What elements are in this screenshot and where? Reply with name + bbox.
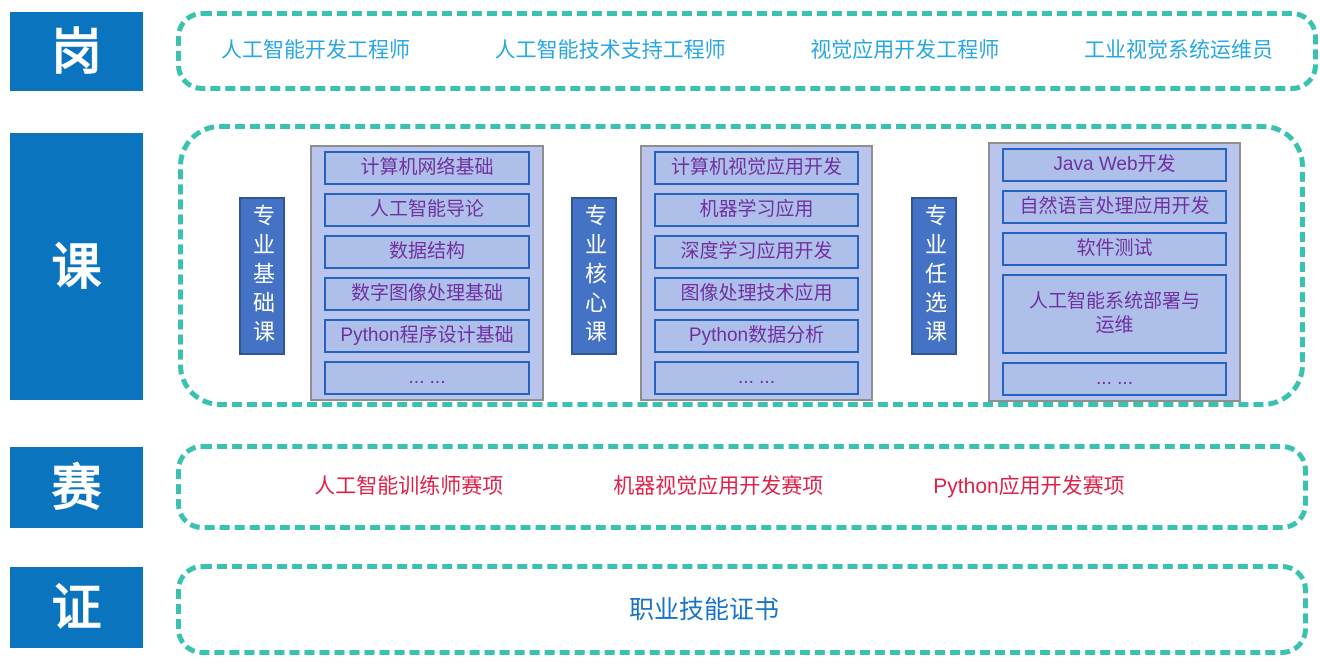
course-item: 软件测试 <box>1002 232 1227 266</box>
job-item: 人工智能开发工程师 <box>221 39 410 63</box>
course-item-ellipsis: ... ... <box>1002 362 1227 396</box>
course-item: 数字图像处理基础 <box>324 277 530 311</box>
competition-item: 人工智能训练师赛项 <box>314 475 504 499</box>
job-item: 视觉应用开发工程师 <box>810 39 1000 63</box>
jobs-panel: 人工智能开发工程师 人工智能技术支持工程师 视觉应用开发工程师 工业视觉系统运维… <box>176 11 1318 91</box>
course-item: 深度学习应用开发 <box>654 235 859 269</box>
course-item-ellipsis: ... ... <box>654 361 859 395</box>
job-item: 人工智能技术支持工程师 <box>494 39 726 63</box>
course-item: 人工智能导论 <box>324 193 530 227</box>
course-stack-basic: 计算机网络基础 人工智能导论 数据结构 数字图像处理基础 Python程序设计基… <box>310 145 544 401</box>
courses-panel: 专业基础课 计算机网络基础 人工智能导论 数据结构 数字图像处理基础 Pytho… <box>178 124 1305 407</box>
course-item: 人工智能系统部署与运维 <box>1002 274 1227 354</box>
row-badge-positions: 岗 <box>10 12 143 91</box>
competition-item: Python应用开发赛项 <box>933 475 1125 499</box>
course-item: 数据结构 <box>324 235 530 269</box>
course-item-ellipsis: ... ... <box>324 361 530 395</box>
course-item: 计算机网络基础 <box>324 151 530 185</box>
course-group-title-core: 专业核心课 <box>571 197 617 355</box>
row-badge-courses: 课 <box>10 133 143 400</box>
course-group-title-basic: 专业基础课 <box>239 197 285 355</box>
competition-item: 机器视觉应用开发赛项 <box>613 475 824 499</box>
course-item: Java Web开发 <box>1002 148 1227 182</box>
certificate-text: 职业技能证书 <box>628 595 779 624</box>
course-stack-elective: Java Web开发 自然语言处理应用开发 软件测试 人工智能系统部署与运维 .… <box>988 142 1241 402</box>
course-item: 计算机视觉应用开发 <box>654 151 859 185</box>
course-item: Python数据分析 <box>654 319 859 353</box>
course-item: 图像处理技术应用 <box>654 277 859 311</box>
course-group-title-elective: 专业任选课 <box>911 197 957 355</box>
course-item: 自然语言处理应用开发 <box>1002 190 1227 224</box>
certificate-panel: 职业技能证书 <box>176 564 1308 655</box>
row-badge-certificates: 证 <box>10 567 143 648</box>
course-item: 机器学习应用 <box>654 193 859 227</box>
course-item: Python程序设计基础 <box>324 319 530 353</box>
row-badge-competitions: 赛 <box>10 447 143 528</box>
competitions-panel: 人工智能训练师赛项 机器视觉应用开发赛项 Python应用开发赛项 <box>176 444 1308 530</box>
job-item: 工业视觉系统运维员 <box>1083 39 1273 63</box>
course-stack-core: 计算机视觉应用开发 机器学习应用 深度学习应用开发 图像处理技术应用 Pytho… <box>640 145 873 401</box>
